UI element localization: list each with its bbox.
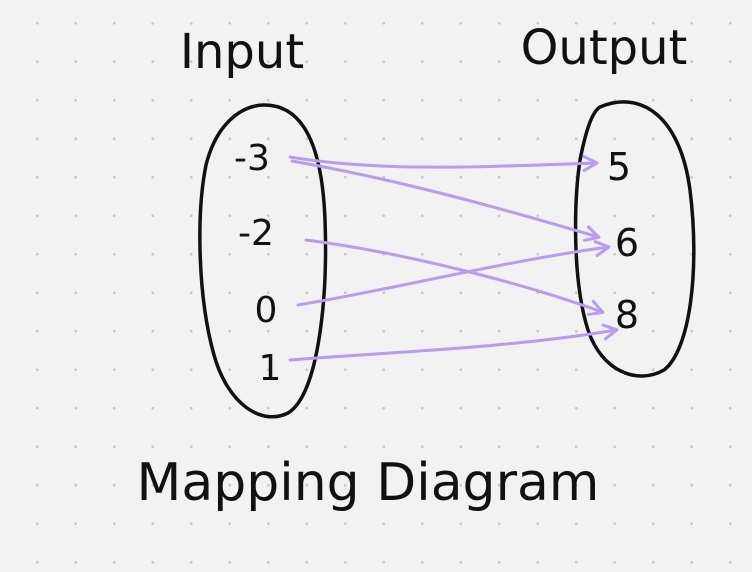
- diagram-caption: Mapping Diagram: [137, 453, 600, 513]
- output-set-oval: [573, 100, 696, 378]
- mapping-arrow: [296, 240, 611, 307]
- output-value: 8: [615, 293, 639, 337]
- mapping-arrow: [290, 159, 601, 242]
- output-value: 6: [615, 221, 639, 265]
- mapping-arrow: [304, 238, 605, 316]
- mapping-arrow: [288, 154, 599, 172]
- input-heading: Input: [180, 24, 304, 80]
- output-value: 5: [607, 145, 631, 189]
- input-value: -3: [234, 138, 270, 179]
- input-value: 0: [255, 290, 278, 331]
- mapping-arrow: [288, 323, 619, 362]
- input-set-oval: [198, 103, 328, 419]
- input-value: 1: [259, 348, 282, 389]
- output-heading: Output: [521, 20, 688, 76]
- input-value: -2: [238, 213, 274, 254]
